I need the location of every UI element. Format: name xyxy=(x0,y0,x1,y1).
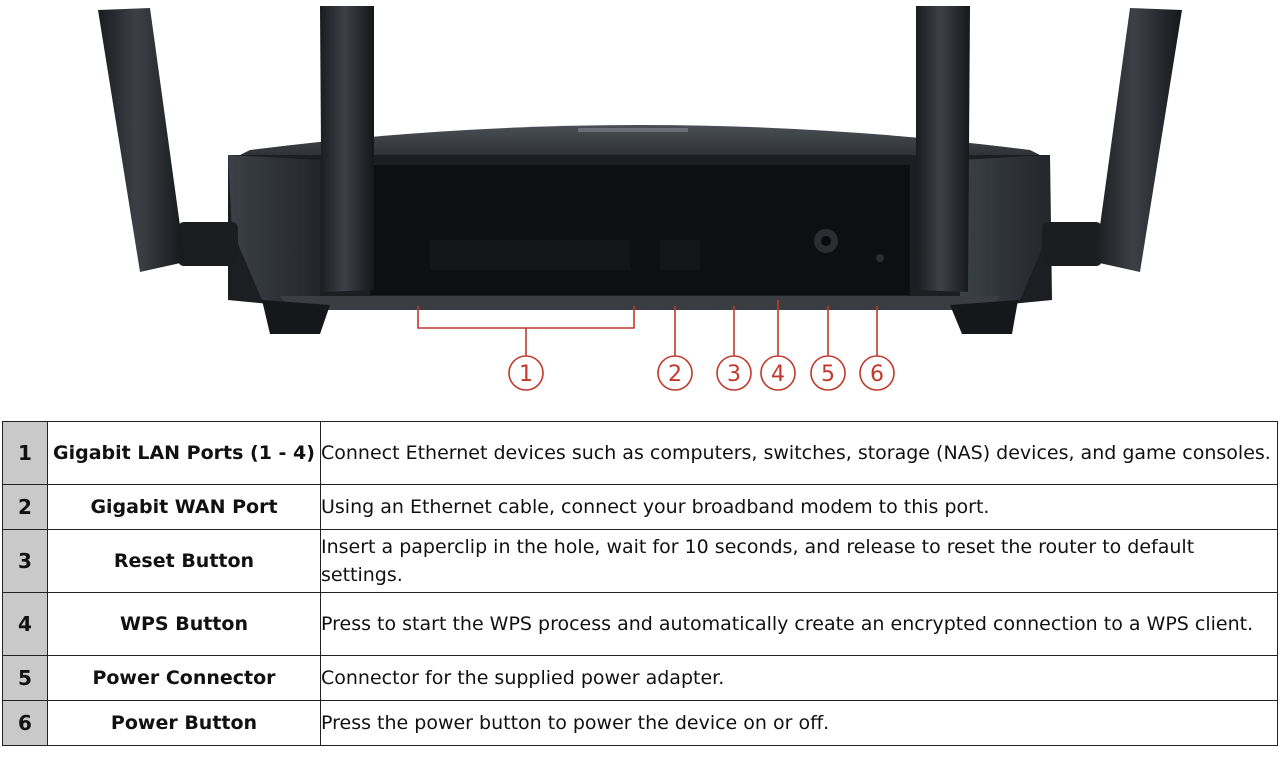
callout-5: 5 xyxy=(810,355,846,391)
callout-2-label: 2 xyxy=(668,362,682,387)
feature-description: Press the power button to power the devi… xyxy=(320,700,1278,746)
callout-1: 1 xyxy=(508,355,544,391)
table-row: 6 Power Button Press the power button to… xyxy=(2,700,1278,746)
antenna-hinges xyxy=(178,222,1102,266)
callout-3-label: 3 xyxy=(727,362,741,387)
antennas xyxy=(0,0,1280,292)
table-row: 2 Gigabit WAN Port Using an Ethernet cab… xyxy=(2,484,1278,530)
callout-6: 6 xyxy=(859,355,895,391)
feature-name: Power Button xyxy=(47,700,321,746)
feature-description: Press to start the WPS process and autom… xyxy=(320,592,1278,656)
table-row: 1 Gigabit LAN Ports (1 - 4) Connect Ethe… xyxy=(2,421,1278,485)
feature-description: Insert a paperclip in the hole, wait for… xyxy=(320,529,1278,593)
row-number: 2 xyxy=(2,484,48,530)
row-number: 1 xyxy=(2,421,48,485)
callout-4: 4 xyxy=(760,355,796,391)
feature-description: Using an Ethernet cable, connect your br… xyxy=(320,484,1278,530)
callout-2: 2 xyxy=(657,355,693,391)
feature-name: Reset Button xyxy=(47,529,321,593)
callout-3: 3 xyxy=(716,355,752,391)
row-number: 5 xyxy=(2,655,48,701)
row-number: 6 xyxy=(2,700,48,746)
router-illustration: 1 2 3 4 5 6 xyxy=(0,0,1280,391)
row-number: 3 xyxy=(2,529,48,593)
callout-markers: 1 2 3 4 5 6 xyxy=(508,355,895,391)
callout-5-label: 5 xyxy=(821,362,835,387)
callout-4-label: 4 xyxy=(771,362,785,387)
feature-table: 1 Gigabit LAN Ports (1 - 4) Connect Ethe… xyxy=(2,421,1278,746)
table-row: 3 Reset Button Insert a paperclip in the… xyxy=(2,529,1278,593)
feature-name: Gigabit LAN Ports (1 - 4) xyxy=(47,421,321,485)
feature-name: Gigabit WAN Port xyxy=(47,484,321,530)
feature-name: WPS Button xyxy=(47,592,321,656)
callout-leader-lines xyxy=(417,300,878,356)
feature-description: Connect Ethernet devices such as compute… xyxy=(320,421,1278,485)
callout-1-label: 1 xyxy=(519,362,533,387)
callout-6-label: 6 xyxy=(870,362,884,387)
feature-description: Connector for the supplied power adapter… xyxy=(320,655,1278,701)
router-rear-panel-figure: 1 2 3 4 5 6 xyxy=(0,0,1280,391)
table-row: 4 WPS Button Press to start the WPS proc… xyxy=(2,592,1278,656)
feature-name: Power Connector xyxy=(47,655,321,701)
row-number: 4 xyxy=(2,592,48,656)
table-row: 5 Power Connector Connector for the supp… xyxy=(2,655,1278,701)
router-body xyxy=(228,125,1052,334)
